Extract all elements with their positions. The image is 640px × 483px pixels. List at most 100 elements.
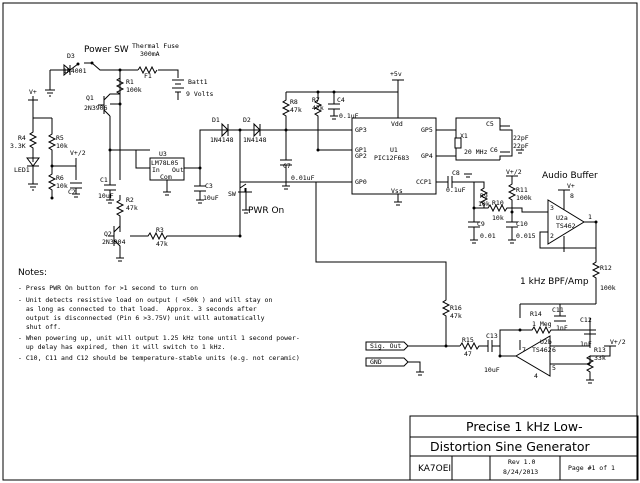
r16-value: 47k — [450, 312, 462, 320]
r14-value: 1 Meg — [532, 320, 552, 328]
note-line-5: shut off. — [18, 323, 61, 331]
vhalf-r11: V+/2 — [506, 168, 522, 176]
r2-value: 47k — [126, 204, 138, 212]
power-input-section — [45, 61, 184, 152]
pin1-u2a: 1 — [588, 213, 592, 221]
c10-value: 0.015 — [516, 232, 536, 240]
r15-value: 47 — [464, 350, 472, 358]
u1-gp4: GP4 — [421, 152, 433, 160]
u3-out: Out — [172, 166, 184, 174]
x1-ref: X1 — [460, 132, 468, 140]
d3-ref: D3 — [67, 52, 75, 60]
u1-vss: Vss — [391, 187, 403, 195]
pin2-u2a: 2 — [550, 232, 554, 240]
c13-ref: C13 — [486, 332, 498, 340]
batt-value: 9 Volts — [186, 90, 213, 98]
pin8-u2a: 8 — [570, 192, 574, 200]
note-line-3: as long as connected to that load. Appro… — [18, 305, 257, 313]
c3-value: 10uF — [203, 194, 219, 202]
date-label: 8/24/2013 — [503, 468, 538, 476]
u1-part: PIC12F683 — [374, 154, 409, 162]
c4-value: 0.1uF — [339, 112, 359, 120]
note-line-1: - Press PWR On button for >1 second to t… — [18, 284, 198, 292]
r12-ref: R12 — [600, 264, 612, 272]
c12-value: 1nF — [580, 340, 592, 348]
c5-ref: C5 — [486, 120, 494, 128]
u3-com: Com — [160, 173, 172, 181]
pin5-u2b: 5 — [552, 364, 556, 372]
r9-value: 10k — [478, 200, 490, 208]
note-line-6: - When powering up, unit will output 1.2… — [18, 334, 300, 342]
notes-title: Notes: — [18, 268, 47, 278]
u1-gp2: GP2 — [355, 152, 367, 160]
r6-ref: R6 — [56, 174, 64, 182]
u1-vdd: Vdd — [391, 120, 403, 128]
c8-ref: C8 — [452, 169, 460, 177]
regulator-section — [104, 104, 352, 262]
filter-buffer-section — [468, 175, 601, 304]
bandpass-section — [498, 303, 616, 384]
r16-ref: R16 — [450, 304, 462, 312]
r7-value: 47k — [312, 104, 324, 112]
r4-ref: R4 — [18, 134, 26, 142]
title-block — [409, 415, 639, 481]
q1-value: 2N3906 — [84, 104, 108, 112]
u2a-part: TS462 — [556, 222, 576, 230]
c5-value: 22pF — [513, 134, 529, 142]
c2-ref: C2 — [68, 188, 76, 196]
fuse-rating: 300mA — [140, 50, 160, 58]
q2-value: 2N3904 — [102, 238, 126, 246]
u2b-ref: U2b — [540, 338, 552, 346]
sw-ref: SW — [228, 190, 236, 198]
v5-rail: +5v — [390, 70, 402, 78]
r15-ref: R15 — [462, 336, 474, 344]
pin6-u2b: 6 — [552, 346, 556, 354]
r2-ref: R2 — [126, 196, 134, 204]
r3-value: 47k — [156, 240, 168, 248]
r9-ref: R9 — [480, 192, 488, 200]
r12-value: 100k — [600, 284, 616, 292]
sig-out-label: Sig. Out — [370, 342, 401, 350]
c13-value: 10uF — [484, 366, 500, 374]
note-line-4: output is disconnected (Pin 6 >3.75V) un… — [18, 314, 265, 322]
c3-ref: C3 — [205, 182, 213, 190]
r10-value: 10k — [492, 214, 504, 222]
u2a-ref: U2a — [556, 214, 568, 222]
c9-value: 0.01 — [480, 232, 496, 240]
vplus-left: V+ — [29, 88, 37, 96]
led1-label: LED1 — [14, 166, 30, 174]
fuse-ref: F1 — [144, 72, 152, 80]
vplus-u2a: V+ — [567, 182, 575, 190]
r6-value: 10k — [56, 182, 68, 190]
r11-value: 100k — [516, 194, 532, 202]
batt-ref: Batt1 — [188, 78, 208, 86]
r14-ref: R14 — [530, 310, 542, 318]
fuse-title: Thermal Fuse — [132, 42, 179, 50]
r7-ref: R7 — [312, 96, 320, 104]
pwr-on-label: PWR On — [248, 206, 284, 216]
r1-ref: R1 — [126, 78, 134, 86]
c8-value: 0.1uF — [446, 186, 466, 194]
r11-ref: R11 — [516, 186, 528, 194]
pin7-u2b: 7 — [522, 346, 526, 354]
c1-value: 10uF — [98, 192, 114, 200]
author-label: KA7OEI — [418, 464, 451, 474]
u1-ref: U1 — [390, 146, 398, 154]
output-section — [365, 296, 501, 376]
c6-value: 22pF — [513, 142, 529, 150]
r10-ref: R10 — [492, 199, 504, 207]
c6-ref: C6 — [490, 146, 498, 154]
title-line-2: Distortion Sine Generator — [430, 439, 591, 454]
d1-ref: D1 — [212, 116, 220, 124]
page-label: Page #1 of 1 — [568, 464, 615, 472]
microcontroller-section — [280, 79, 524, 296]
u3-in: In — [152, 166, 160, 174]
q2-ref: Q2 — [104, 230, 112, 238]
pin4-u2b: 4 — [534, 372, 538, 380]
pwr-on-switch-section — [221, 122, 352, 214]
u1-ccp1: CCP1 — [416, 178, 432, 186]
vplus-left-rail — [26, 96, 82, 200]
c12-ref: C12 — [580, 316, 592, 324]
